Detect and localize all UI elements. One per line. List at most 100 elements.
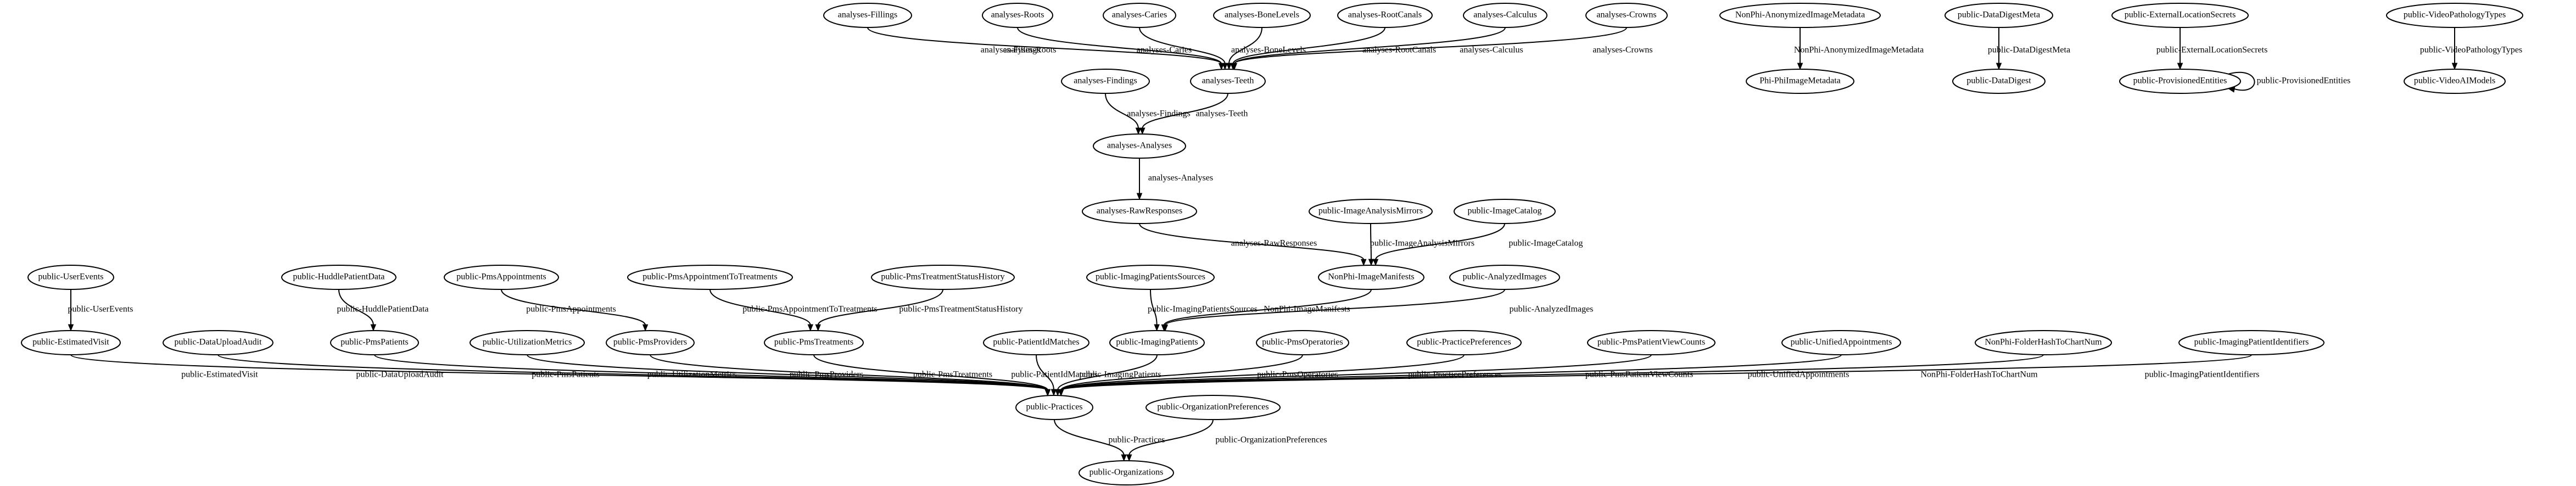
- edge-line: [1060, 354, 1303, 390]
- arrowhead: [370, 324, 377, 332]
- node-ellipse: [1944, 3, 2053, 28]
- edge-line: [1232, 27, 1385, 64]
- edge-line: [1163, 289, 1372, 326]
- node-analyses-teeth: analyses-Teeth: [1190, 69, 1266, 94]
- edge-label: public-AnalyzedImages: [1510, 305, 1594, 314]
- edge-line: [1150, 289, 1158, 326]
- edge-line: [1060, 354, 1842, 391]
- arrowhead: [815, 324, 821, 332]
- edge-nonphi-anonymizedimagemetadata: NonPhi-AnonymizedImageMetadata: [1794, 27, 1924, 70]
- node-label: analyses-Calculus: [1473, 10, 1537, 20]
- node-ellipse: [1781, 330, 1901, 355]
- edge-public-practices: public-Practices: [1054, 419, 1165, 462]
- arrowhead: [1797, 63, 1803, 70]
- node-ellipse: [1061, 69, 1150, 94]
- node-label: public-ProvisionedEntities: [2133, 76, 2227, 86]
- arrowhead: [1139, 127, 1145, 135]
- arrowhead: [1121, 454, 1127, 462]
- edge-label: analyses-Fillings: [981, 46, 1040, 55]
- node-ellipse: [1746, 69, 1854, 94]
- node-ellipse: [470, 330, 585, 355]
- edge-line: [217, 354, 1048, 391]
- edge-label: public-PmsProviders: [790, 370, 863, 379]
- edge-public-videopathologytypes: public-VideoPathologyTypes: [2420, 27, 2522, 70]
- node-ellipse: [281, 265, 396, 290]
- edge-label: public-EstimatedVisit: [181, 370, 258, 379]
- node-label: public-EstimatedVisit: [32, 338, 109, 347]
- node-label: analyses-Findings: [1074, 76, 1137, 86]
- edge-line: [650, 354, 1048, 391]
- node-public-pmspatientviewcounts: public-PmsPatientViewCounts: [1587, 330, 1716, 355]
- edge-label: public-PmsAppointments: [526, 305, 616, 314]
- edge-label: public-OrganizationPreferences: [1215, 435, 1327, 445]
- node-ellipse: [1406, 330, 1522, 355]
- node-public-organizations: public-Organizations: [1079, 460, 1174, 485]
- arrowhead: [2177, 63, 2183, 70]
- node-ellipse: [1975, 330, 2112, 355]
- edge-line: [1017, 27, 1222, 64]
- arrowhead: [68, 324, 74, 332]
- node-ellipse: [1190, 69, 1266, 94]
- node-public-patientidmatches: public-PatientIdMatches: [983, 330, 1089, 355]
- node-public-datadigestmeta: public-DataDigestMeta: [1944, 3, 2053, 28]
- arrowhead: [1226, 63, 1232, 70]
- node-public-videoaimodels: public-VideoAIModels: [2404, 69, 2506, 94]
- edge-public-imagingpatientidentifiers: public-ImagingPatientIdentifiers: [1058, 354, 2259, 396]
- arrowhead: [1222, 63, 1228, 70]
- edge-public-imageanalysismirrors: public-ImageAnalysisMirrors: [1368, 223, 1474, 266]
- edge-label: analyses-Calculus: [1460, 46, 1523, 55]
- node-public-imagingpatientidentifiers: public-ImagingPatientIdentifiers: [2178, 330, 2324, 355]
- node-label: public-ImagingPatientIdentifiers: [2194, 338, 2309, 347]
- node-ellipse: [764, 330, 864, 355]
- node-public-imagingpatients: public-ImagingPatients: [1109, 330, 1205, 355]
- node-public-pmstreatments: public-PmsTreatments: [764, 330, 864, 355]
- node-ellipse: [627, 265, 793, 290]
- edge-line: [1036, 354, 1054, 390]
- edge-line: [709, 289, 811, 326]
- edge-analyses-analyses: analyses-Analyses: [1136, 158, 1213, 200]
- edge-line: [1139, 223, 1365, 260]
- edge-label: public-Practices: [1108, 435, 1165, 445]
- node-layer: analyses-Fillings analyses-Roots analyses-…: [21, 3, 2523, 485]
- edge-label: public-ImagingPatients: [1079, 370, 1161, 379]
- edge-public-pmsappointments: public-PmsAppointments: [501, 289, 649, 332]
- node-analyses-analyses: analyses-Analyses: [1093, 133, 1186, 159]
- edge-public-pmstreatmentstatushistory: public-PmsTreatmentStatusHistory: [815, 289, 1023, 332]
- edge-line: [1139, 27, 1226, 64]
- node-public-pmsoperatories: public-PmsOperatories: [1256, 330, 1349, 355]
- node-label: public-UserEvents: [38, 272, 103, 282]
- node-label: public-PatientIdMatches: [993, 338, 1079, 347]
- node-label: analyses-BoneLevels: [1225, 10, 1299, 20]
- node-ellipse: [163, 330, 273, 355]
- node-label: public-PmsProviders: [613, 338, 687, 347]
- node-ellipse: [823, 3, 912, 28]
- edge-nonphi-folderhashtochartnum: NonPhi-FolderHashToChartNum: [1058, 354, 2044, 396]
- node-label: NonPhi-FolderHashToChartNum: [1985, 338, 2102, 347]
- node-label: public-ImagingPatients: [1116, 338, 1198, 347]
- node-label: public-HuddlePatientData: [293, 272, 384, 282]
- node-label: public-PmsTreatmentStatusHistory: [881, 272, 1004, 282]
- edge-label: public-VideoPathologyTypes: [2420, 46, 2522, 55]
- edge-analyses-rawresponses: analyses-RawResponses: [1139, 223, 1367, 266]
- node-analyses-roots: analyses-Roots: [982, 3, 1053, 28]
- node-ellipse: [1079, 460, 1174, 485]
- edge-label: public-ImageAnalysisMirrors: [1370, 239, 1474, 248]
- node-label: public-OrganizationPreferences: [1157, 403, 1269, 412]
- node-label: public-PmsTreatments: [774, 338, 853, 347]
- node-label: analyses-Fillings: [838, 10, 897, 20]
- edge-label: public-PmsAppointmentToTreatments: [742, 305, 877, 314]
- edge-label: public-ProvisionedEntities: [2257, 76, 2351, 86]
- edge-line: [1228, 27, 1262, 64]
- node-ellipse: [983, 330, 1089, 355]
- node-ellipse: [27, 265, 114, 290]
- node-label: public-VideoAIModels: [2414, 76, 2495, 86]
- edge-analyses-bonelevels: analyses-BoneLevels: [1226, 27, 1306, 70]
- node-ellipse: [1587, 330, 1716, 355]
- node-analyses-bonelevels: analyses-BoneLevels: [1213, 3, 1311, 28]
- node-label: public-DataDigest: [1966, 76, 2031, 86]
- node-label: public-Practices: [1026, 403, 1082, 412]
- edge-label: NonPhi-AnonymizedImageMetadata: [1794, 46, 1924, 55]
- arrowhead: [1154, 324, 1160, 332]
- node-public-huddlepatientdata: public-HuddlePatientData: [281, 265, 396, 290]
- edge-public-provisionedentities: public-ProvisionedEntities: [2227, 71, 2351, 93]
